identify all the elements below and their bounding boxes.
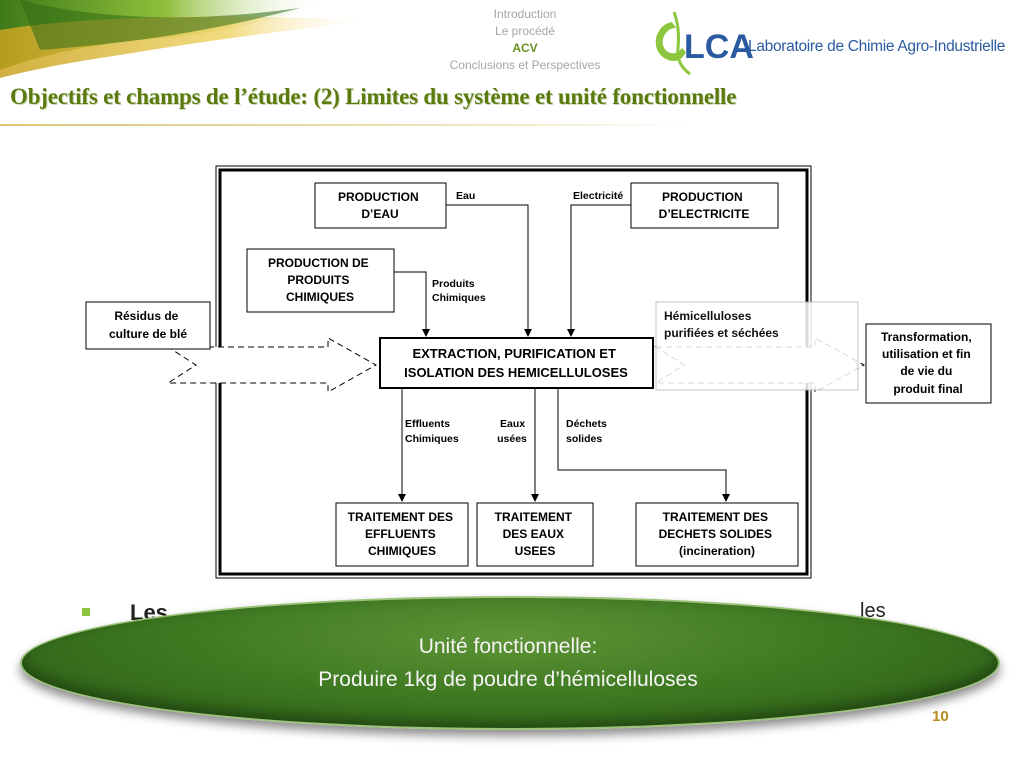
lab-name: Laboratoire de Chimie Agro-Industrielle <box>748 38 1006 55</box>
box-production-produits-chimiques <box>246 248 395 313</box>
box-production-electricite-text: PRODUCTION D’ELECTRICITE <box>659 190 750 221</box>
arrow-electricite <box>567 204 631 337</box>
nav-item-acv[interactable]: ACV <box>512 41 538 55</box>
box-traitement-dechets <box>635 502 799 567</box>
input-flow-arrow <box>166 337 378 393</box>
leaf-banner-graphic <box>0 0 380 79</box>
hemicelluloses-label-box <box>655 301 859 391</box>
box-residus-text: Résidus de culture de blé <box>109 309 187 341</box>
box-residus <box>85 301 211 350</box>
box-traitement-dechets-text: TRAITEMENT DES DECHETS SOLIDES (incinera… <box>659 510 776 558</box>
title-underline <box>0 124 690 126</box>
box-production-electricite <box>630 182 779 229</box>
section-nav: Introduction Le procédé ACV Conclusions … <box>420 6 630 74</box>
hemicelluloses-label: Hémicelluloses purifiées et séchées <box>664 309 779 340</box>
logo-text: LCA <box>684 28 754 66</box>
label-eaux-usees: Eaux usées <box>497 418 528 445</box>
arrow-eau <box>446 204 532 337</box>
nav-item-procede[interactable]: Le procédé <box>494 24 556 38</box>
label-electricite: Electricité <box>573 190 623 202</box>
box-traitement-effluents-text: TRAITEMENT DES EFFLUENTS CHIMIQUES <box>348 510 457 558</box>
box-production-produits-chimiques-text: PRODUCTION DE PRODUITS CHIMIQUES <box>268 256 372 304</box>
box-transformation-text: Transformation, utilisation et fin de vi… <box>881 330 975 396</box>
label-produits-chimiques: Produits Chimiques <box>432 278 486 304</box>
box-extraction-text: EXTRACTION, PURIFICATION ET ISOLATION DE… <box>404 346 628 380</box>
label-effluents: Effluents Chimiques <box>405 418 459 445</box>
bullet-marker <box>82 608 90 616</box>
page-number: 10 <box>932 708 949 725</box>
box-traitement-eaux <box>476 502 594 567</box>
nav-item-introduction[interactable]: Introduction <box>493 7 557 21</box>
functional-unit-definition: Produire 1kg de poudre d’hémicelluloses <box>318 668 698 691</box>
box-production-eau <box>314 182 447 229</box>
lca-logo: LCA <box>655 11 754 76</box>
nav-item-conclusions[interactable]: Conclusions et Perspectives <box>449 58 601 72</box>
functional-unit-heading: Unité fonctionnelle: <box>418 635 598 658</box>
box-traitement-eaux-text: TRAITEMENT DES EAUX USEES <box>495 510 576 558</box>
box-traitement-effluents <box>335 502 469 567</box>
page-title: Objectifs et champs de l’étude: (2) Limi… <box>10 84 737 109</box>
functional-unit-callout <box>20 596 1000 730</box>
box-transformation <box>865 323 992 404</box>
box-production-eau-text: PRODUCTION D’EAU <box>338 190 422 221</box>
arrow-produits-chimiques <box>394 271 430 337</box>
box-extraction <box>379 337 654 389</box>
label-dechets: Déchets solides <box>566 418 610 445</box>
label-eau: Eau <box>456 190 475 202</box>
functional-unit-text: Unité fonctionnelle: Produire 1kg de pou… <box>20 630 996 696</box>
arrow-dechets <box>557 389 730 502</box>
